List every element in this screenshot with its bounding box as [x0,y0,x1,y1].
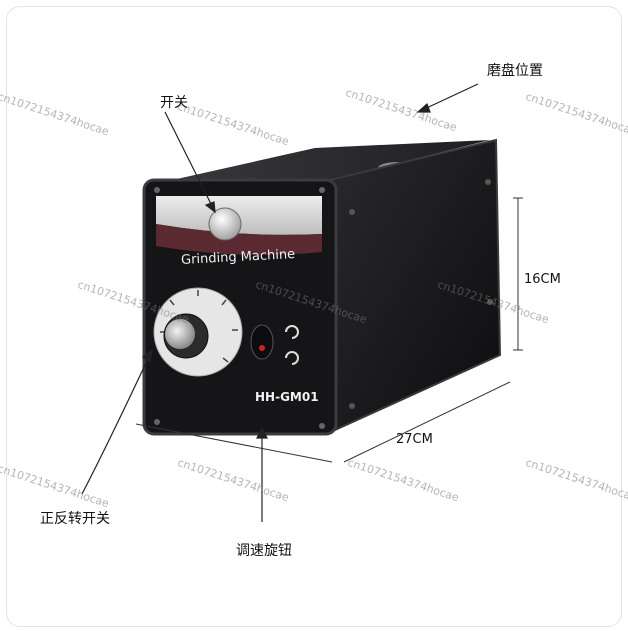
machine-side-face [328,138,502,432]
front-screw [154,419,160,425]
rotate-cw-icon [285,325,299,339]
front-screw [154,187,160,193]
side-screw [349,403,355,409]
arrow-head [141,348,153,364]
arrow-head [416,102,431,113]
rotate-ccw-icon [285,351,299,365]
machine-top-face [150,140,490,185]
direction-switch-led [259,345,265,351]
arrow-head [204,201,216,214]
dial-ticks [160,290,238,363]
depth-dimension-label: 27CM [396,432,433,447]
power-callout-line [164,111,216,213]
depth-dimension-line [343,381,511,463]
front-panel-band [156,224,322,255]
front-screw [319,187,325,193]
width-dimension-line [135,423,333,463]
front-screw [319,423,325,429]
direction-switch[interactable] [250,324,274,360]
side-screw [349,209,355,215]
speed-knob-cap [165,319,195,349]
panel-model: HH-GM01 [255,390,319,404]
power-switch-label: 开关 [160,95,188,111]
power-button[interactable] [208,207,242,241]
height-dimension-label: 16CM [524,272,561,287]
direction-callout-line [81,349,153,495]
direction-switch-label: 正反转开关 [40,511,110,527]
side-screw [485,179,491,185]
speed-knob-label: 调速旋钮 [236,543,292,559]
arrow-head [256,426,268,439]
side-screw [487,299,493,305]
disc-position-label: 磨盘位置 [487,63,543,79]
